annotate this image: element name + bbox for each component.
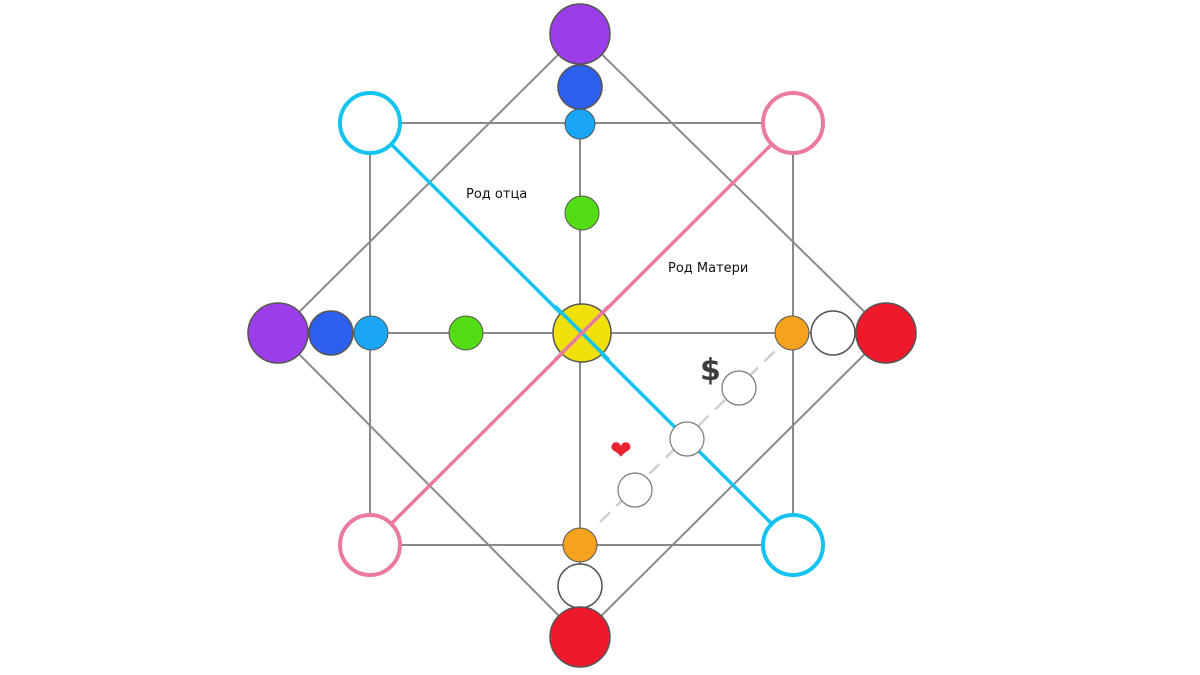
father-bottom-right-ring — [761, 513, 825, 577]
bottom-orange-node — [562, 527, 598, 563]
left-light-blue-node — [353, 315, 389, 351]
dashed-node-1 — [721, 370, 757, 406]
top-light-blue-node — [564, 108, 596, 140]
mother-bottom-left-ring — [338, 513, 402, 577]
mother-line-label: Род Матери — [668, 261, 748, 276]
mother-line-center-overlay — [553, 304, 611, 362]
mother-top-right-ring — [761, 91, 825, 155]
right-red-node — [855, 302, 917, 364]
bottom-white-node — [557, 563, 603, 609]
top-green-node — [564, 195, 600, 231]
right-orange-node — [774, 315, 810, 351]
dashed-node-3 — [617, 472, 653, 508]
bottom-red-node — [549, 606, 611, 668]
father-line-label: Род отца — [466, 187, 527, 202]
dashed-node-2 — [669, 421, 705, 457]
top-dark-blue-node — [557, 64, 603, 110]
top-purple-node — [549, 3, 611, 65]
left-dark-blue-node — [308, 310, 354, 356]
right-white-node — [810, 310, 856, 356]
heart-icon: ❤ — [610, 436, 632, 466]
left-purple-node — [247, 302, 309, 364]
left-green-node — [448, 315, 484, 351]
money-icon: $ — [700, 353, 721, 388]
father-top-left-ring — [338, 91, 402, 155]
